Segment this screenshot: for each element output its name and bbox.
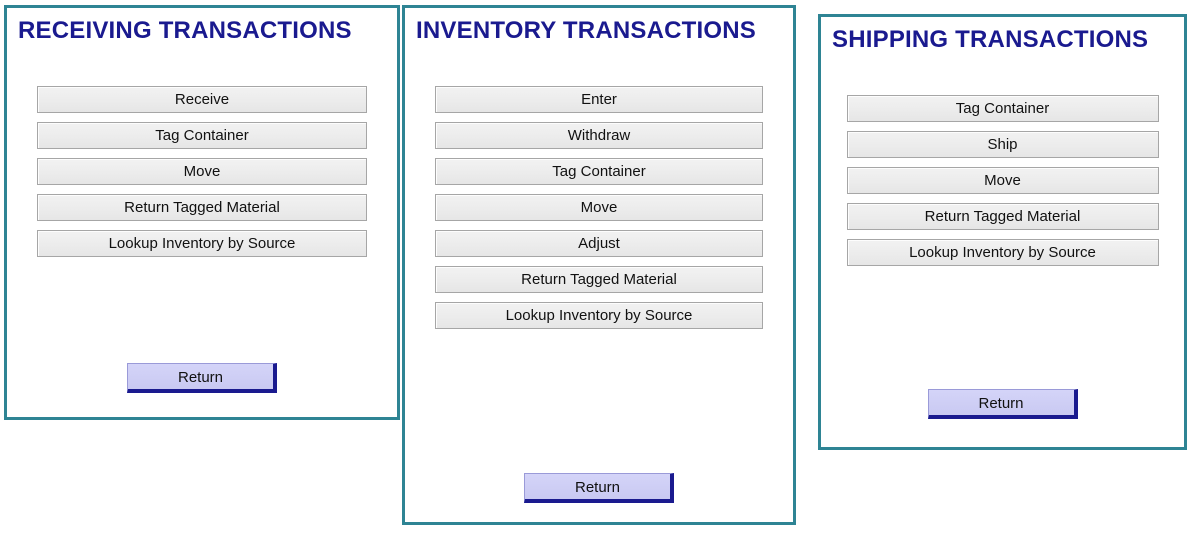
- receiving-button-receive[interactable]: Receive: [37, 86, 367, 113]
- shipping-button-lookup-inventory-by-source[interactable]: Lookup Inventory by Source: [846, 239, 1159, 266]
- return-row-inventory: Return: [405, 473, 793, 503]
- panel-receiving-transactions: RECEIVING TRANSACTIONS Receive Tag Conta…: [4, 5, 400, 420]
- receiving-button-tag-container[interactable]: Tag Container: [37, 122, 367, 149]
- receiving-button-lookup-inventory-by-source[interactable]: Lookup Inventory by Source: [37, 230, 367, 257]
- inventory-button-enter[interactable]: Enter: [435, 86, 763, 113]
- receiving-button-return-tagged-material[interactable]: Return Tagged Material: [37, 194, 367, 221]
- inventory-button-move[interactable]: Move: [435, 194, 763, 221]
- button-stack-shipping: Tag Container Ship Move Return Tagged Ma…: [821, 95, 1184, 275]
- panel-inner-frame: [7, 8, 397, 417]
- receiving-return-button[interactable]: Return: [127, 363, 277, 393]
- shipping-button-ship[interactable]: Ship: [846, 131, 1159, 158]
- panel-inner-frame: [821, 17, 1184, 447]
- panel-title-shipping: SHIPPING TRANSACTIONS: [832, 26, 1149, 53]
- button-stack-inventory: Enter Withdraw Tag Container Move Adjust…: [405, 86, 793, 338]
- shipping-return-button[interactable]: Return: [927, 389, 1078, 419]
- panel-shipping-transactions: SHIPPING TRANSACTIONS Tag Container Ship…: [818, 14, 1187, 450]
- inventory-return-button[interactable]: Return: [524, 473, 674, 503]
- panel-title-receiving: RECEIVING TRANSACTIONS: [18, 17, 352, 44]
- inventory-button-adjust[interactable]: Adjust: [435, 230, 763, 257]
- receiving-button-move[interactable]: Move: [37, 158, 367, 185]
- shipping-button-move[interactable]: Move: [846, 167, 1159, 194]
- panel-inventory-transactions: INVENTORY TRANSACTIONS Enter Withdraw Ta…: [402, 5, 796, 525]
- return-row-shipping: Return: [821, 389, 1184, 419]
- button-stack-receiving: Receive Tag Container Move Return Tagged…: [7, 86, 397, 266]
- panel-title-inventory: INVENTORY TRANSACTIONS: [416, 17, 756, 44]
- inventory-button-withdraw[interactable]: Withdraw: [435, 122, 763, 149]
- inventory-button-tag-container[interactable]: Tag Container: [435, 158, 763, 185]
- shipping-button-tag-container[interactable]: Tag Container: [846, 95, 1159, 122]
- shipping-button-return-tagged-material[interactable]: Return Tagged Material: [846, 203, 1159, 230]
- inventory-button-lookup-inventory-by-source[interactable]: Lookup Inventory by Source: [435, 302, 763, 329]
- inventory-button-return-tagged-material[interactable]: Return Tagged Material: [435, 266, 763, 293]
- panel-inner-frame: [405, 8, 793, 522]
- return-row-receiving: Return: [7, 363, 397, 393]
